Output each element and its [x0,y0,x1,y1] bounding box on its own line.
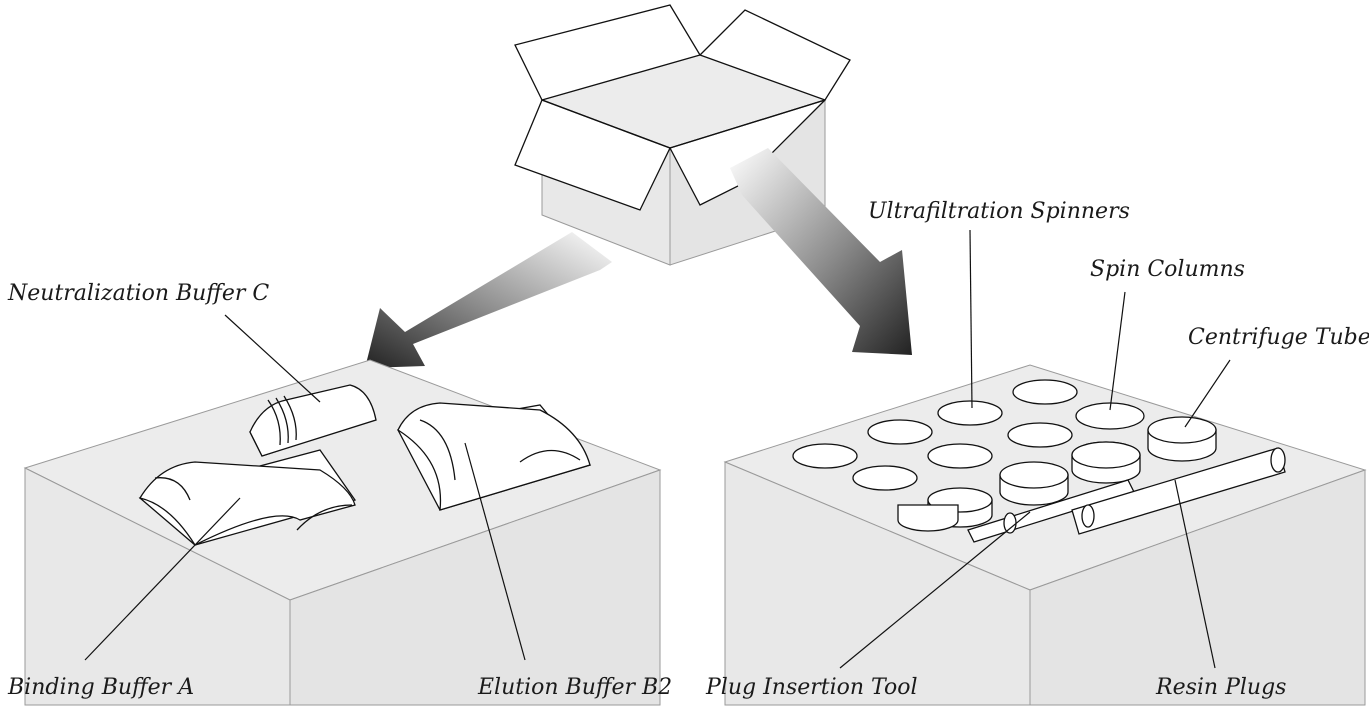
spin-columns [897,402,1145,532]
leader-resin-plugs [1174,479,1216,669]
arrow-to-buffer-tray [365,232,612,368]
leader-binding [84,497,241,661]
label-centrifuge-tubes: Centrifuge Tubes [1188,325,1369,350]
label-spin-columns: Spin Columns [1090,257,1245,282]
leader-plug-tool [839,511,1031,669]
label-neutralization-buffer: Neutralization Buffer C [7,281,269,306]
arrow-to-column-tray [730,148,912,355]
leader-neutralization [224,314,321,403]
label-binding-buffer: Binding Buffer A [7,675,194,700]
binding-buffer-bottle [138,461,356,546]
centrifuge-tubes [1147,416,1217,462]
leader-ultrafiltration [969,229,973,409]
label-elution-buffer: Elution Buffer B2 [477,675,672,700]
label-ultrafiltration-spinners: Ultrafiltration Spinners [868,199,1130,224]
ultrafiltration-spinners [792,379,1078,491]
label-resin-plugs: Resin Plugs [1155,675,1286,700]
column-tray [723,364,1367,706]
leader-centrifuge [1184,359,1231,428]
label-plug-insertion-tool: Plug Insertion Tool [705,675,918,700]
neutralization-buffer-bottle [249,384,377,457]
resin-plugs [1071,447,1286,535]
elution-buffer-bottle [397,402,591,511]
leader-elution [464,442,526,661]
leader-spin-columns [1109,291,1126,411]
